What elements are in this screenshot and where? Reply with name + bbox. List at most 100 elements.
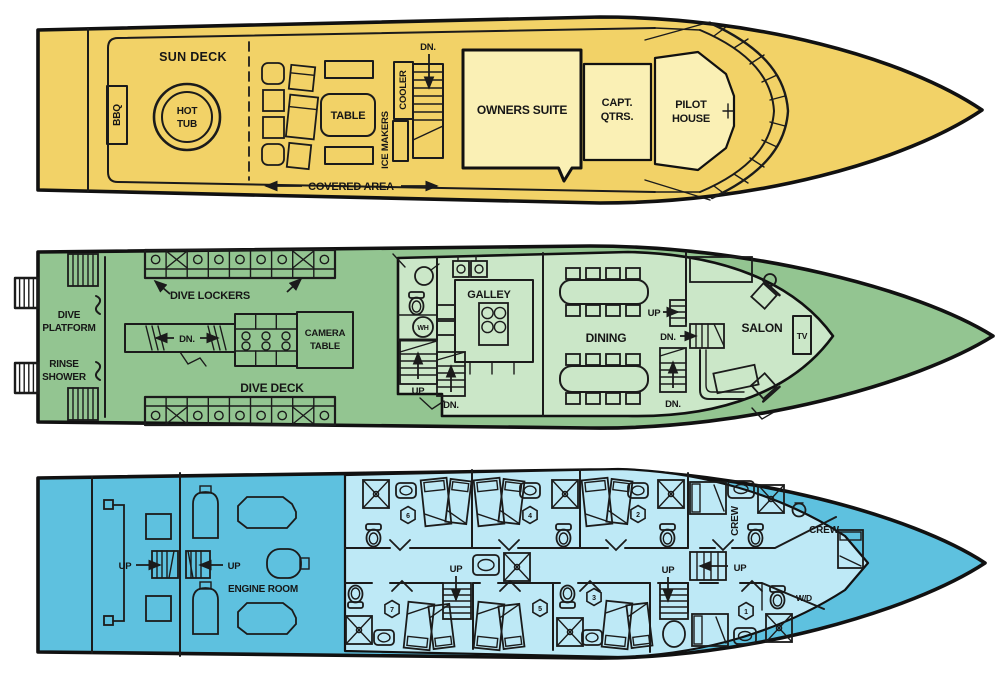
sink-icon — [733, 627, 757, 645]
svg-text:ICE MAKERS: ICE MAKERS — [380, 111, 391, 169]
corridor-fixtures: UP — [442, 552, 531, 620]
svg-text:HOT: HOT — [177, 106, 198, 117]
svg-text:SHOWER: SHOWER — [42, 372, 87, 383]
cabin-3: 3 — [556, 584, 654, 651]
stove-icon — [478, 302, 509, 346]
owners-suite: OWNERS SUITE — [461, 48, 583, 183]
svg-text:PILOT: PILOT — [675, 99, 707, 111]
upper-stairs-dn: DN. — [412, 42, 444, 159]
crew-area: CREW CREW — [689, 480, 864, 569]
dn-label: DN. — [443, 400, 459, 411]
svg-text:COOLER: COOLER — [398, 70, 409, 110]
dive-platform-label: DIVE — [58, 310, 81, 321]
mid-stairs: UP DN. DN. — [648, 251, 725, 410]
svg-text:CAMERA: CAMERA — [305, 328, 346, 339]
lower-interior — [343, 467, 870, 659]
svg-text:DIVE LOCKERS: DIVE LOCKERS — [170, 290, 250, 302]
sink-icon — [472, 554, 500, 576]
engine-room: UP UP ENGINE ROOM — [103, 485, 310, 635]
dive-deck-stair-bench: DN. — [124, 323, 236, 367]
galley: GALLEY — [436, 255, 534, 375]
deck-seats — [261, 62, 320, 171]
washer-dryer-label: W/D — [796, 593, 812, 603]
svg-text:PLATFORM: PLATFORM — [42, 323, 95, 334]
cabin-4: 4 — [472, 476, 579, 548]
engine-room-label: ENGINE ROOM — [228, 584, 298, 595]
svg-text:TABLE: TABLE — [310, 341, 340, 352]
platform-steps-icon — [67, 387, 99, 421]
svg-text:1: 1 — [744, 609, 748, 616]
bow-bed — [837, 529, 864, 569]
hot-tub: HOT TUB — [152, 82, 222, 152]
engine-icon — [237, 602, 297, 635]
salon-label: SALON — [741, 321, 782, 335]
rinse-shower-label: RINSE — [49, 359, 79, 370]
dining: DINING — [559, 267, 649, 405]
swim-ladder-icon — [13, 361, 40, 395]
svg-text:HOUSE: HOUSE — [672, 113, 710, 125]
sofa-icon — [712, 363, 760, 395]
platform-steps-icon — [67, 253, 99, 287]
bow-stairs-dn: UP — [659, 565, 689, 648]
water-heater-icon — [412, 316, 434, 338]
svg-text:6: 6 — [406, 513, 410, 520]
covered-area: COVERED AREA — [264, 180, 439, 193]
table-group: TABLE — [320, 60, 376, 165]
dn-label: DN. — [660, 332, 676, 343]
upper-deck: BBQ SUN DECK HOT TUB TABLE COOL — [36, 15, 984, 205]
mid-stairs-up: UP — [442, 564, 472, 620]
up-label: UP — [648, 308, 662, 319]
sun-deck-label: SUN DECK — [159, 50, 227, 64]
swim-ladder-icon — [13, 276, 40, 310]
bbq-label: BBQ — [112, 104, 123, 126]
lower-deck: UP UP ENGINE ROOM — [36, 467, 987, 660]
galley-label: GALLEY — [467, 289, 511, 301]
svg-text:3: 3 — [592, 595, 596, 602]
svg-text:WH: WH — [417, 325, 428, 332]
cabin-6: 6 — [362, 476, 473, 548]
sink-icon — [414, 266, 434, 286]
up-label: UP — [734, 563, 748, 574]
svg-text:TUB: TUB — [177, 119, 197, 130]
tv-label: TV — [797, 331, 808, 341]
sink-icon — [727, 480, 755, 499]
main-deck: DIVE PLATFORM RINSE SHOWER DIVE LOCKERS … — [13, 244, 995, 430]
svg-text:CAPT.: CAPT. — [602, 97, 633, 109]
dining-label: DINING — [586, 331, 627, 345]
svg-text:7: 7 — [390, 607, 394, 614]
captain-quarters: CAPT. QTRS. — [582, 62, 653, 162]
cabin-5: 5 — [472, 598, 548, 652]
cleat-icon — [94, 361, 102, 381]
up-label: UP — [662, 565, 676, 576]
up-label: UP — [412, 386, 426, 397]
up-label: UP — [119, 561, 133, 572]
svg-text:COVERED AREA: COVERED AREA — [308, 181, 394, 193]
svg-text:5: 5 — [538, 606, 542, 613]
main-interior — [396, 250, 835, 418]
camera-table: CAMERA TABLE — [234, 311, 354, 369]
dn-label: DN. — [420, 42, 436, 53]
cabin-2: 2 — [580, 476, 685, 548]
tv-cabinet — [792, 315, 812, 355]
svg-text:QTRS.: QTRS. — [601, 111, 634, 123]
crew-label: CREW — [809, 525, 840, 536]
bbq: BBQ — [106, 85, 128, 145]
galley-stairs-dn: DN. — [419, 351, 466, 411]
pilot-house: PILOT HOUSE — [653, 50, 736, 172]
corridor-walls — [344, 469, 837, 653]
dn-label: DN. — [665, 399, 681, 410]
windshield-segments — [713, 26, 786, 196]
engine-stairs-right: UP — [185, 550, 242, 579]
ice-makers: ICE MAKERS — [380, 111, 409, 169]
cabin-1: 1 W/D — [691, 582, 812, 647]
cleat-icon — [94, 295, 102, 315]
svg-text:2: 2 — [636, 512, 640, 519]
up-label: UP — [228, 561, 242, 572]
salon: SALON TV — [689, 256, 812, 420]
bow-stairs-up: UP — [689, 551, 748, 581]
engine-icon — [237, 496, 297, 529]
generator-icon — [192, 491, 219, 539]
svg-text:4: 4 — [528, 513, 532, 520]
